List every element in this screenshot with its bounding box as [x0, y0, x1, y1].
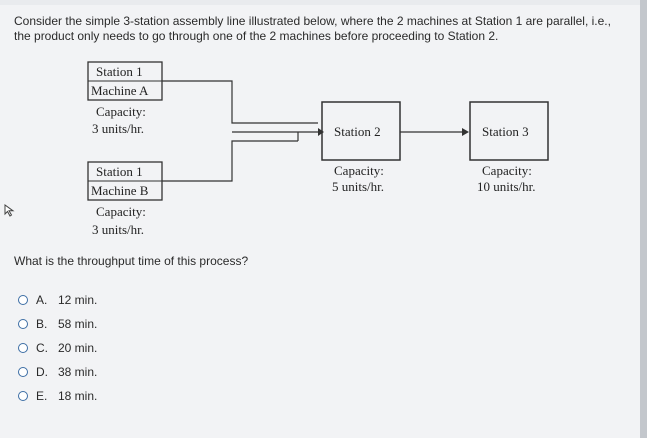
machine-b-capacity-label: Capacity: [96, 204, 146, 219]
connector-a [162, 80, 318, 124]
machine-a-capacity-value: 3 units/hr. [92, 121, 145, 136]
station-3-capacity-value: 10 units/hr. [477, 179, 536, 194]
machine-a-station: Station 1 [96, 64, 143, 79]
mouse-cursor-icon [4, 204, 15, 217]
question-prompt: What is the throughput time of this proc… [14, 254, 249, 268]
question-text: Consider the simple 3-station assembly l… [14, 14, 611, 43]
radio-e[interactable] [18, 391, 28, 401]
question-panel [0, 5, 640, 438]
option-b-text: 58 min. [58, 317, 98, 331]
machine-b-station: Station 1 [96, 164, 143, 179]
option-c-letter: C. [36, 341, 48, 355]
machine-a-name: Machine A [91, 83, 149, 98]
radio-b[interactable] [18, 319, 28, 329]
assembly-line-diagram [87, 61, 549, 201]
radio-a[interactable] [18, 295, 28, 305]
option-b[interactable]: B. 58 min. [18, 312, 97, 336]
radio-c[interactable] [18, 343, 28, 353]
option-e-letter: E. [36, 389, 48, 403]
option-a[interactable]: A. 12 min. [18, 288, 97, 312]
option-d[interactable]: D. 38 min. [18, 360, 97, 384]
machine-a-capacity-label: Capacity: [96, 104, 146, 119]
machine-b-capacity-value: 3 units/hr. [92, 222, 145, 237]
radio-d[interactable] [18, 367, 28, 377]
option-c[interactable]: C. 20 min. [18, 336, 97, 360]
arrow-to-station3 [462, 128, 469, 136]
option-d-letter: D. [36, 365, 48, 379]
arrow-to-station2 [318, 128, 324, 136]
top-bar [0, 0, 647, 5]
option-a-text: 12 min. [58, 293, 98, 307]
machine-b-name: Machine B [91, 183, 149, 198]
station-3-capacity-label: Capacity: [482, 163, 532, 178]
option-e-text: 18 min. [58, 389, 98, 403]
station-3-box [469, 101, 549, 161]
scrollbar-track[interactable] [640, 0, 647, 438]
option-e[interactable]: E. 18 min. [18, 384, 97, 408]
station-2-label: Station 2 [334, 124, 381, 139]
station-2-capacity-value: 5 units/hr. [332, 179, 385, 194]
station-2-capacity-label: Capacity: [334, 163, 384, 178]
station-2-box [321, 101, 401, 161]
station-3-label: Station 3 [482, 124, 529, 139]
option-d-text: 38 min. [58, 365, 98, 379]
option-b-letter: B. [36, 317, 48, 331]
option-c-text: 20 min. [58, 341, 98, 355]
connector-b [162, 140, 298, 182]
option-a-letter: A. [36, 293, 48, 307]
answer-options: A. 12 min. B. 58 min. C. 20 min. D. 38 m… [18, 288, 97, 408]
